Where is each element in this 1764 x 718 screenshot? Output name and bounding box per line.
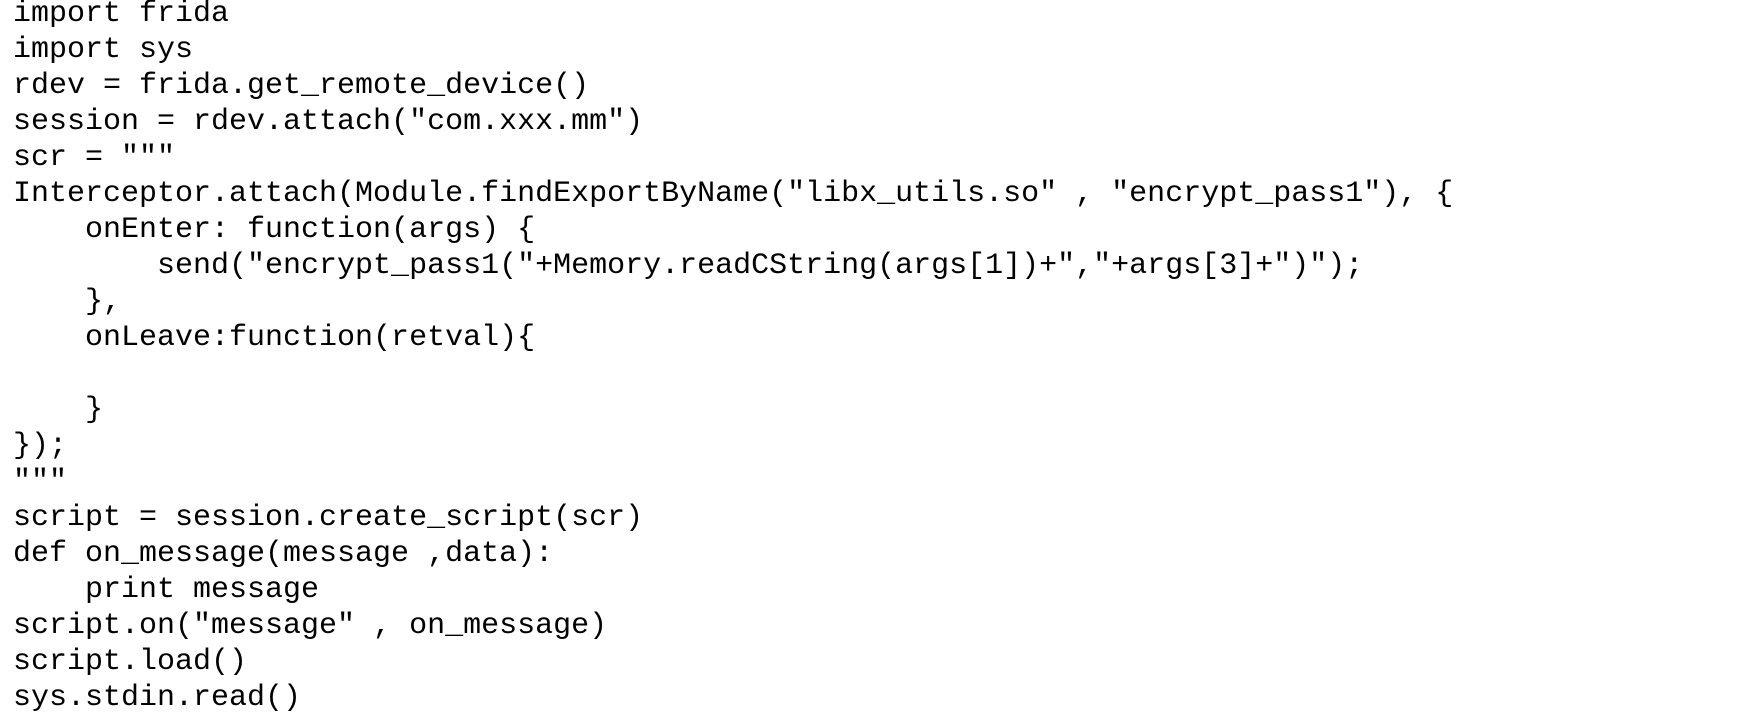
- code-line: [13, 356, 1453, 392]
- code-line: Interceptor.attach(Module.findExportByNa…: [13, 177, 1454, 211]
- code-line: rdev = frida.get_remote_device(): [13, 69, 590, 103]
- code-line: sys.stdin.read(): [13, 681, 302, 715]
- code-line: session = rdev.attach("com.xxx.mm"): [13, 105, 644, 139]
- code-line: import sys: [13, 33, 194, 67]
- code-line: onEnter: function(args) {: [13, 213, 536, 247]
- code-line: script.on("message" , on_message): [13, 609, 608, 643]
- code-line: },: [13, 285, 122, 319]
- code-line: import frida: [13, 0, 230, 31]
- code-line: script = session.create_script(scr): [13, 501, 644, 535]
- code-line: script.load(): [13, 645, 248, 679]
- code-line: });: [13, 429, 68, 463]
- code-line: onLeave:function(retval){: [13, 321, 536, 355]
- code-line: def on_message(message ,data):: [13, 537, 554, 571]
- code-line: send("encrypt_pass1("+Memory.readCString…: [13, 249, 1364, 283]
- code-line: }: [13, 393, 104, 427]
- code-line: scr = """: [13, 141, 176, 175]
- code-line: print message: [13, 573, 320, 607]
- code-line: """: [13, 465, 68, 499]
